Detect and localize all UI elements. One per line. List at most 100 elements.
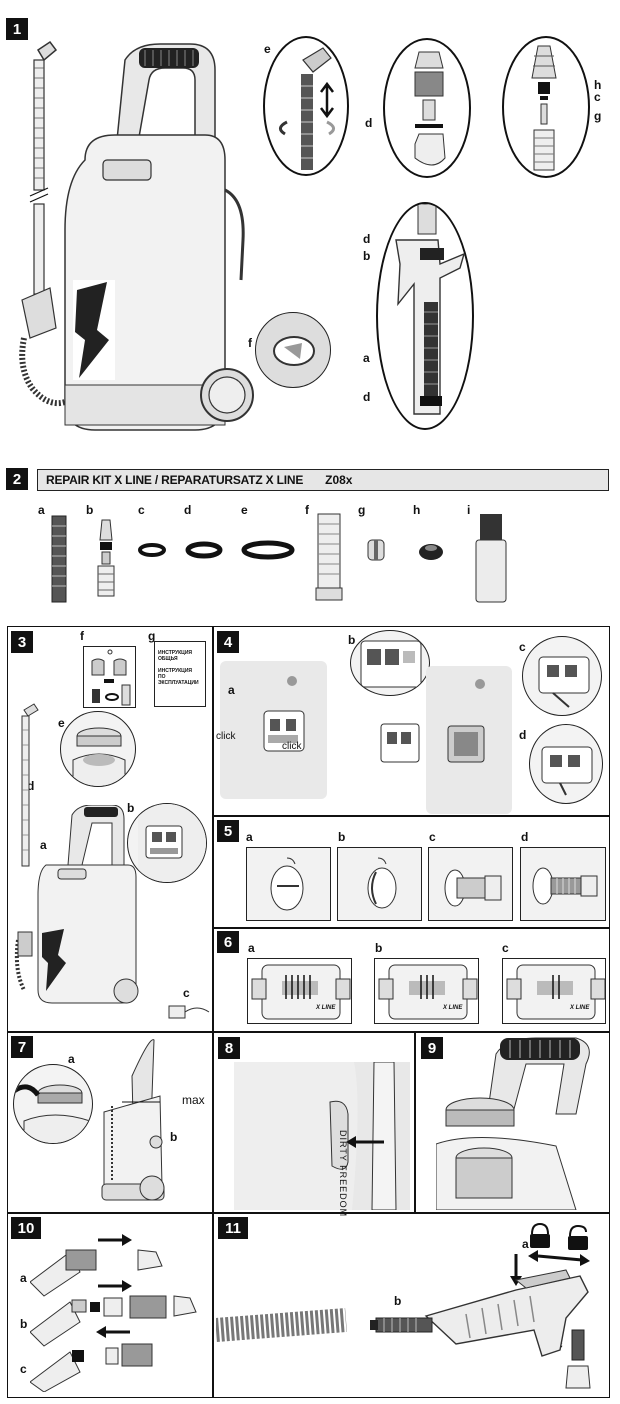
step11-trigger-assembly bbox=[370, 1222, 591, 1389]
step3-sprayer bbox=[37, 805, 139, 1004]
step6-brand-b: X LINE bbox=[443, 1005, 463, 1011]
label-7-a: a bbox=[68, 1052, 75, 1066]
step7-tank-side bbox=[101, 1039, 165, 1201]
step10-nozzle-disassembly bbox=[30, 1234, 197, 1392]
part-label-g: g bbox=[358, 503, 366, 517]
repair-kit-title: REPAIR KIT X LINE / REPARATURSATZ X LINE bbox=[46, 473, 304, 487]
part-label-c: c bbox=[138, 503, 145, 517]
step6-brand-c: X LINE bbox=[570, 1005, 590, 1011]
click-right-label: click bbox=[282, 741, 302, 752]
label-4-d: d bbox=[519, 728, 527, 742]
label-3-b: b bbox=[127, 801, 135, 815]
tip-parts-ellipse bbox=[502, 36, 590, 178]
step5-thumb-c bbox=[428, 847, 513, 921]
label-5-c: c bbox=[429, 830, 436, 844]
part-label-f: f bbox=[305, 503, 309, 517]
label-10-a: a bbox=[20, 1271, 27, 1285]
step-11-number: 11 bbox=[218, 1217, 248, 1239]
nozzle-detail-ellipse bbox=[263, 36, 349, 176]
label-5-b: b bbox=[338, 830, 346, 844]
wand-brand-text: DIRTY FREEDOM bbox=[338, 1130, 348, 1218]
plug-detail-circle-4d bbox=[529, 724, 603, 804]
label-1-f: f bbox=[248, 336, 252, 350]
label-1-e: e bbox=[264, 42, 271, 56]
step8-scene bbox=[234, 1062, 410, 1210]
label-1-a: a bbox=[363, 351, 370, 365]
label-3-g: g bbox=[148, 629, 156, 643]
booklet-line-4: ПО ЭКСПЛУАТАЦИИ bbox=[158, 674, 199, 686]
step5-thumb-d bbox=[520, 847, 606, 921]
plug-detail-circle-4c bbox=[522, 636, 602, 716]
handle-cutaway-ellipse bbox=[376, 202, 474, 430]
step4-panel-left bbox=[220, 661, 327, 799]
label-4-a: a bbox=[228, 683, 235, 697]
part-label-d: d bbox=[184, 503, 192, 517]
label-7-b: b bbox=[170, 1130, 178, 1144]
step5-thumb-a bbox=[246, 847, 331, 921]
accessory-card bbox=[83, 646, 136, 708]
click-left-label: click bbox=[216, 731, 236, 742]
instructions-grid-frame bbox=[7, 626, 610, 1398]
booklet-line-2: ОБЩЬЯ bbox=[158, 656, 178, 662]
booklet-line-1: ИНСТРУКЦИЯ bbox=[158, 650, 193, 656]
part-label-b: b bbox=[86, 503, 94, 517]
part-label-h: h bbox=[413, 503, 421, 517]
grid-h-divider-row3 bbox=[7, 1212, 610, 1214]
step6-thumb-b bbox=[374, 958, 479, 1024]
step6-thumb-a bbox=[247, 958, 352, 1024]
step9-cap-illustration bbox=[436, 1037, 590, 1210]
part-label-i: i bbox=[467, 503, 471, 517]
label-1-h: h bbox=[594, 78, 602, 92]
step3-wand bbox=[14, 703, 39, 991]
label-3-d: d bbox=[27, 779, 35, 793]
repair-kit-title-bar: REPAIR KIT X LINE / REPARATURSATZ X LINE… bbox=[37, 469, 609, 491]
step-9-number: 9 bbox=[421, 1037, 443, 1059]
label-3-c: c bbox=[183, 986, 190, 1000]
battery-socket-circle bbox=[127, 803, 207, 883]
label-6-a: a bbox=[248, 941, 255, 955]
label-1-d-mid: d bbox=[363, 232, 371, 246]
label-1-d-top: d bbox=[365, 116, 373, 130]
grid-h-divider-5-6 bbox=[212, 927, 610, 929]
nozzle-parts-ellipse bbox=[383, 38, 471, 178]
cap-detail-circle bbox=[60, 711, 136, 787]
repair-kit-code: Z08x bbox=[325, 473, 353, 487]
max-fill-label: max bbox=[182, 1093, 205, 1107]
step-6-number: 6 bbox=[217, 931, 239, 953]
label-4-c: c bbox=[519, 640, 526, 654]
step-1-number: 1 bbox=[6, 18, 28, 40]
step11-coiled-hose bbox=[216, 1308, 347, 1342]
step4-panel-right bbox=[426, 666, 512, 814]
cap-fill-detail-circle bbox=[13, 1064, 93, 1144]
label-1-d-bottom: d bbox=[363, 390, 371, 404]
label-10-b: b bbox=[20, 1317, 28, 1331]
step-3-number: 3 bbox=[11, 631, 33, 653]
step-5-number: 5 bbox=[217, 820, 239, 842]
sprayer-unit-illustration bbox=[64, 43, 254, 431]
step-2-number: 2 bbox=[6, 468, 28, 490]
label-4-b: b bbox=[348, 633, 356, 647]
label-1-g: g bbox=[594, 109, 602, 123]
label-10-c: c bbox=[20, 1362, 27, 1376]
label-1-c: c bbox=[594, 90, 601, 104]
grid-vertical-divider-top bbox=[212, 626, 214, 1032]
step6-thumb-c bbox=[502, 958, 606, 1024]
grid-h-divider-4-5 bbox=[212, 815, 610, 817]
instruction-booklet: ИНСТРУКЦИЯ ОБЩЬЯ ИНСТРУКЦИЯ ПО ЭКСПЛУАТА… bbox=[154, 641, 206, 707]
label-11-a: a bbox=[522, 1237, 529, 1251]
label-6-b: b bbox=[375, 941, 383, 955]
spray-wand-illustration bbox=[19, 40, 70, 406]
part-label-e: e bbox=[241, 503, 248, 517]
label-6-c: c bbox=[502, 941, 509, 955]
booklet-line-3: ИНСТРУКЦИЯ bbox=[158, 668, 193, 674]
step6-brand-a: X LINE bbox=[316, 1005, 336, 1011]
label-1-b: b bbox=[363, 249, 371, 263]
grid-h-divider-row2 bbox=[7, 1031, 610, 1033]
charger-icon bbox=[168, 1005, 210, 1019]
step-10-number: 10 bbox=[11, 1217, 41, 1239]
lock-icon bbox=[530, 1222, 550, 1248]
step5-thumb-b bbox=[337, 847, 422, 921]
repair-kit-parts bbox=[51, 513, 507, 603]
step-8-number: 8 bbox=[218, 1037, 240, 1059]
label-5-a: a bbox=[246, 830, 253, 844]
